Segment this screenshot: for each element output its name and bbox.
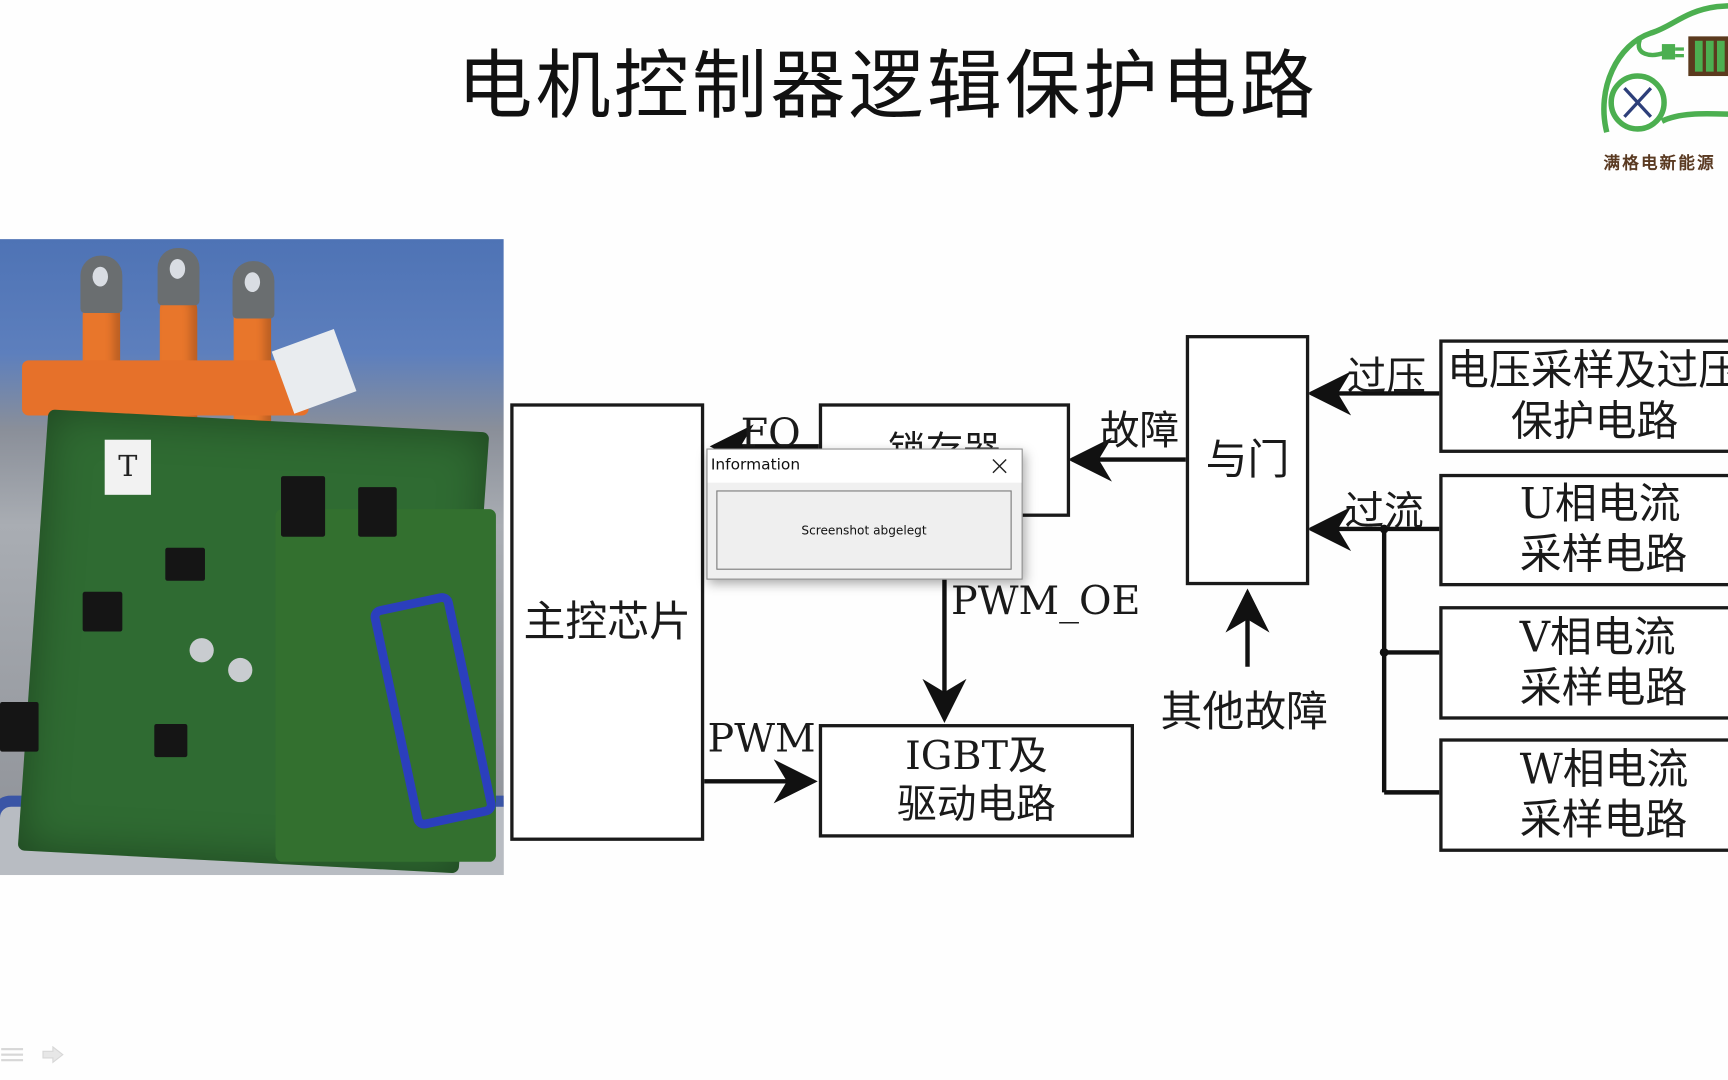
main-chip-block: 主控芯片 — [510, 403, 705, 841]
igbt-driver-block: IGBT及 驱动电路 — [818, 724, 1134, 838]
overvoltage-label: 过压 — [1346, 354, 1427, 401]
overcurrent-label: 过流 — [1344, 489, 1424, 535]
other-faults-label: 其他故障 — [1160, 687, 1328, 737]
v-phase-block: V相电流 采样电路 — [1439, 606, 1728, 720]
voltage-protection-block: 电压采样及过压 保护电路 — [1439, 339, 1728, 453]
capacitor — [189, 638, 214, 663]
chip — [82, 591, 123, 632]
igbt-line2: 驱动电路 — [897, 781, 1056, 828]
logo-text: 满格电新能源 — [1603, 153, 1716, 174]
orange-bracket — [22, 360, 309, 416]
w-line2: 采样电路 — [1519, 795, 1688, 844]
u-line2: 采样电路 — [1519, 530, 1688, 579]
voltage-line1: 电压采样及过压 — [1446, 345, 1728, 395]
pwm-label: PWM — [707, 716, 816, 762]
close-icon[interactable] — [986, 453, 1012, 479]
u-phase-block: U相电流 采样电路 — [1439, 473, 1728, 587]
u-line1: U相电流 — [1519, 479, 1681, 529]
w-line1: W相电流 — [1519, 744, 1689, 794]
junction-dot — [1379, 647, 1389, 657]
and-gate-block: 与门 — [1185, 335, 1310, 586]
information-dialog[interactable]: Information Screenshot abgelegt — [706, 448, 1023, 580]
v-line1: V相电流 — [1519, 612, 1676, 662]
terminal-lug — [157, 247, 200, 306]
connector — [358, 487, 397, 537]
fault-label: 故障 — [1099, 408, 1180, 455]
terminal-lug — [80, 255, 123, 313]
connector — [0, 701, 39, 752]
pcb-board-right — [275, 509, 496, 862]
tesla-logo: T — [104, 439, 151, 495]
pwm-oe-label: PWM_OE — [951, 578, 1141, 624]
igbt-line1: IGBT及 — [905, 734, 1048, 780]
v-line2: 采样电路 — [1519, 662, 1688, 712]
slide-title: 电机控制器逻辑保护电路 — [457, 42, 1319, 131]
menu-icon[interactable] — [0, 1044, 24, 1066]
w-phase-block: W相电流 采样电路 — [1439, 738, 1728, 852]
dialog-title: Information — [710, 456, 801, 474]
terminal-lug — [232, 261, 275, 319]
connector — [281, 476, 326, 537]
capacitor — [228, 657, 253, 683]
ev-logo-icon — [1601, 3, 1728, 133]
chip — [154, 724, 188, 758]
dialog-titlebar[interactable]: Information — [707, 449, 1022, 483]
junction-dot — [1379, 524, 1389, 534]
dialog-message: Screenshot abgelegt — [716, 490, 1012, 570]
arrow-right-icon[interactable] — [41, 1044, 65, 1066]
pcb-photo: T — [0, 239, 504, 876]
voltage-line2: 保护电路 — [1510, 396, 1679, 445]
chip — [165, 547, 205, 581]
